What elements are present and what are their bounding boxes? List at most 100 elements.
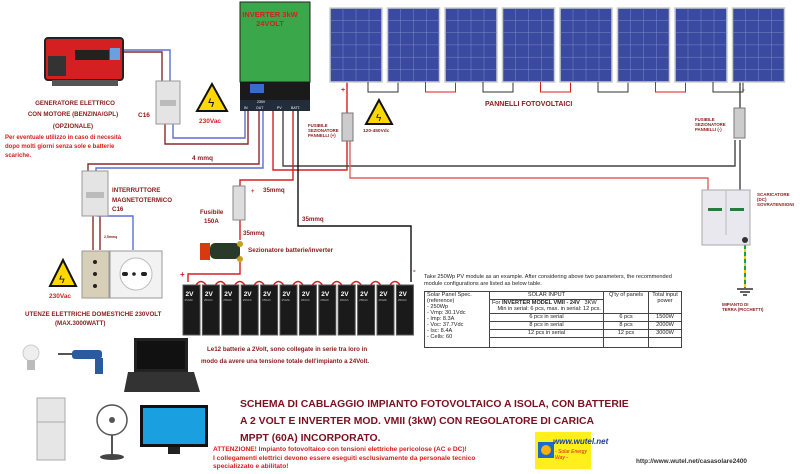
solar-panel — [674, 7, 728, 83]
sun-icon — [538, 442, 554, 458]
solar-panel — [329, 7, 383, 83]
svg-text:ϟ: ϟ — [208, 96, 215, 110]
battery-capacity: 250Ah — [320, 298, 329, 302]
generator-image — [44, 37, 124, 86]
inverter — [239, 1, 311, 111]
inverter-port-out: OUT — [256, 106, 264, 110]
wire-batt-plus — [239, 110, 294, 186]
battery-voltage: 2V — [360, 291, 369, 298]
battery-plus-sign: + — [180, 270, 185, 279]
solar-panel — [616, 7, 671, 83]
battery-link — [292, 280, 304, 286]
footer-url[interactable]: http://www.wutel.net/casasolare2400 — [636, 458, 747, 465]
battery-capacity: 250Ah — [301, 298, 310, 302]
panel-series-wire — [540, 82, 571, 93]
spec-table: Take 250Wp PV module as an example. Afte… — [424, 274, 682, 348]
battery-voltage: 2V — [263, 291, 272, 298]
battery-capacity: 250Ah — [204, 298, 213, 302]
battery-fuse-label-2: 150A — [204, 218, 219, 225]
battery-voltage: 2V — [321, 291, 330, 298]
battery-capacity: 250Ah — [262, 298, 271, 302]
panels-label: PANNELLI FOTOVOLTAICI — [485, 101, 572, 108]
generator-label-3: (OPZIONALE) — [53, 123, 93, 130]
battery-note-1: Le12 batterie a 2Volt, sono collegate in… — [207, 346, 367, 353]
ground-icon — [737, 288, 753, 296]
inverter-port-voltage: 230V — [257, 100, 266, 104]
battery-fuse-plus: + — [251, 189, 255, 195]
disconnector-label: Sezionatore batterie/inverter — [248, 247, 334, 254]
battery-link — [389, 280, 401, 286]
tv-icon — [140, 405, 208, 454]
home-loads-label-2: (MAX.3000WATT) — [55, 320, 105, 327]
inverter-port-batt: BATT. — [291, 106, 301, 110]
battery-link — [253, 280, 265, 286]
socket-italian — [81, 250, 110, 299]
solar-panels — [329, 7, 786, 93]
diagram-title: SCHEMA DI CABLAGGIO IMPIANTO FOTOVOLTAIC… — [240, 399, 629, 444]
socket-schuko — [109, 250, 163, 299]
svg-text:ϟ: ϟ — [59, 274, 65, 286]
spec-table-intro: Take 250Wp PV module as an example. Afte… — [424, 274, 672, 288]
solar-panel — [444, 7, 498, 83]
battery-voltage: 2V — [224, 291, 233, 298]
surge-arrester — [701, 189, 751, 246]
battery-link — [214, 280, 227, 286]
wire-in-blue — [172, 110, 246, 139]
battery-voltage: 2V — [283, 291, 292, 298]
panels-minus-sign: - — [742, 85, 745, 94]
generator-label-1: GENERATORE ELETTRICO — [35, 100, 115, 107]
battery-capacity: 250Ah — [398, 298, 407, 302]
cable-label-1: 35mmq — [263, 187, 285, 194]
wire-disconnector-battery — [187, 262, 241, 282]
generator-note: Per eventuale utilizzo in caso di necesi… — [5, 135, 122, 159]
battery-disconnector[interactable] — [200, 241, 243, 262]
battery-link — [234, 280, 246, 286]
safety-warning: ATTENZIONE! Impianto fotovoltaico con te… — [213, 446, 476, 470]
logo-url: www.wutel.net — [553, 437, 609, 446]
battery-voltage: 2V — [205, 291, 214, 298]
inverter-title-2: 24VOLT — [256, 19, 284, 28]
battery-fuse — [232, 185, 246, 221]
solar-panel — [386, 7, 441, 83]
battery-voltage: 2V — [380, 291, 389, 298]
laptop-icon — [124, 338, 200, 392]
warning-dc-label: 120-450Vdc — [363, 128, 390, 134]
battery-link — [331, 280, 343, 286]
battery-voltage: 2V — [302, 291, 311, 298]
qty-header: Q'ty of panels — [603, 290, 649, 314]
cable-label-2: 35mmq — [243, 230, 265, 237]
wire-generator-brown — [120, 51, 163, 82]
wutel-logo[interactable]: www.wutel.net - Solar Energy Way - — [535, 432, 608, 469]
battery-voltage: 2V — [341, 291, 350, 298]
battery-link — [195, 280, 207, 286]
inverter-display — [250, 84, 264, 93]
battery-voltage: 2V — [399, 291, 408, 298]
fuse-panels-plus — [341, 112, 354, 142]
solar-panel — [559, 7, 613, 83]
logo-tagline: - Solar Energy Way - — [555, 449, 587, 461]
battery-link — [369, 280, 382, 286]
fan-icon — [96, 404, 128, 460]
wire-pv-minus — [282, 110, 736, 167]
inverter-port-pv: PV — [277, 106, 282, 110]
warning-home-label: 230Vac — [49, 293, 71, 300]
cable-label-3: 35mmq — [302, 216, 324, 223]
battery-capacity: 250Ah — [379, 298, 388, 302]
fridge-icon — [36, 397, 66, 461]
wire-socket-blue — [97, 215, 134, 250]
panel-series-wire — [425, 82, 456, 93]
battery-link — [311, 280, 324, 286]
